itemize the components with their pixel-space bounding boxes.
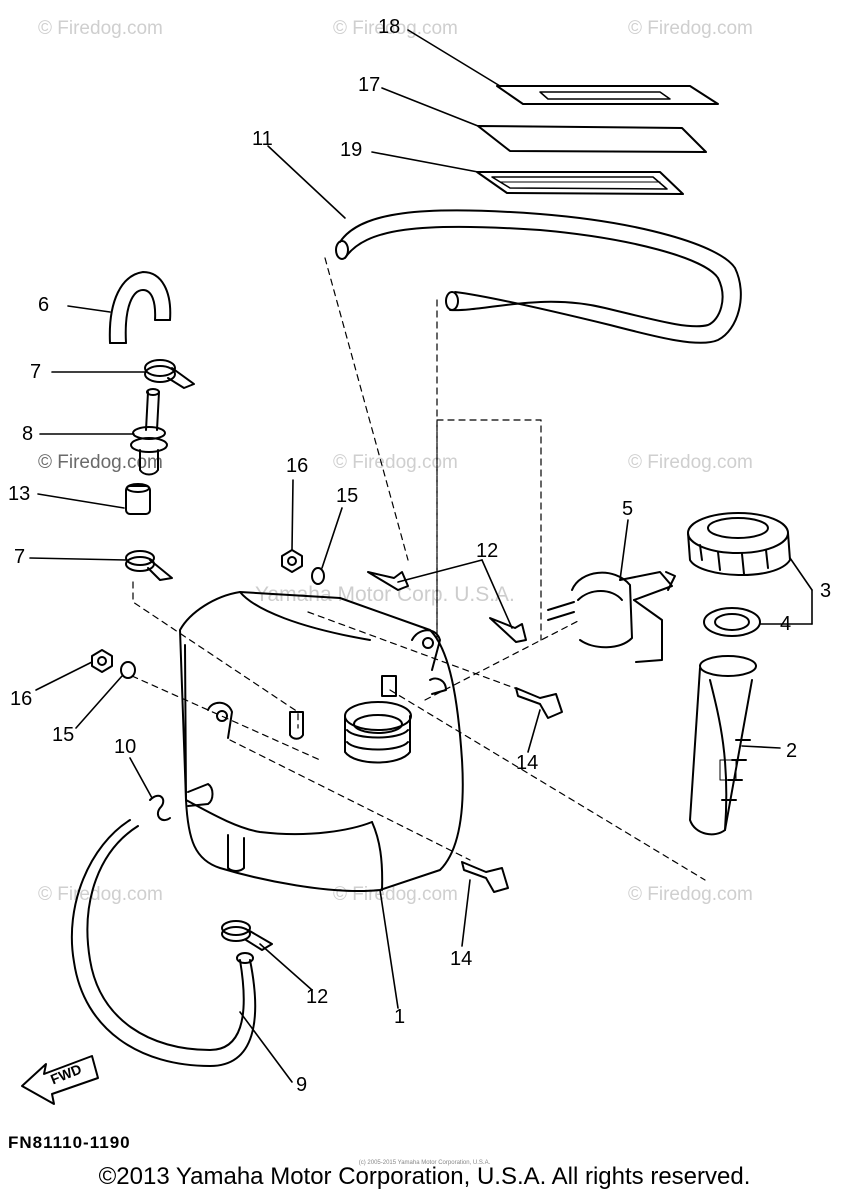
callout-12-upper: 12 [476, 540, 499, 562]
watermark-middle-left: © Firedog.com [38, 452, 163, 473]
callout-17: 17 [358, 74, 381, 96]
leader-lines [30, 30, 812, 1082]
elbow-hose-6 [110, 272, 170, 343]
washer-15-upper [312, 568, 324, 584]
drain-hose-9 [72, 820, 255, 1066]
callout-5: 5 [622, 498, 634, 520]
callout-11: 11 [252, 128, 273, 150]
callout-1: 1 [394, 1006, 406, 1028]
watermark-middle-mid: © Firedog.com [333, 452, 458, 473]
callout-7-upper: 7 [30, 361, 42, 383]
callout-2: 2 [786, 740, 798, 762]
nut-16-upper [282, 550, 302, 572]
callout-16-upper: 16 [286, 455, 309, 477]
diagram-code: FN81110-1190 [8, 1133, 131, 1152]
watermark-brand: Yamaha Motor Corp. U.S.A. [255, 583, 515, 606]
callout-3: 3 [820, 580, 832, 602]
vent-fitting-8 [131, 389, 167, 475]
fwd-arrow-icon [22, 1056, 98, 1104]
bolt-14-upper [516, 688, 562, 718]
callout-8: 8 [22, 423, 34, 445]
hose-clip-7-upper [145, 360, 194, 388]
callout-19: 19 [340, 139, 363, 161]
nut-16-lower [92, 650, 112, 672]
oil-tank-1 [180, 592, 463, 891]
watermark-top-right: © Firedog.com [628, 18, 753, 39]
label-sticker-17 [478, 126, 706, 152]
hose-clip-7-lower [126, 551, 172, 580]
callout-15-upper: 15 [336, 485, 359, 507]
watermark-middle-right: © Firedog.com [628, 452, 753, 473]
bracket-5 [548, 572, 675, 662]
filler-cap-3 [688, 513, 790, 575]
callout-9: 9 [296, 1074, 308, 1096]
callout-4: 4 [780, 613, 792, 635]
tiny-copyright: (c) 2005-2015 Yamaha Motor Corporation, … [358, 1160, 491, 1166]
breather-hose-11 [336, 210, 741, 343]
watermark-top-mid: © Firedog.com [333, 18, 458, 39]
callout-18: 18 [378, 16, 401, 38]
short-tube-13 [126, 484, 150, 514]
callout-13: 13 [8, 483, 31, 505]
label-sticker-19 [477, 172, 683, 194]
callout-14-upper: 14 [516, 752, 539, 774]
callout-15-lower: 15 [52, 724, 75, 746]
callout-12-lower: 12 [306, 986, 329, 1008]
washer-15-lower [121, 662, 135, 678]
watermark-top-left: © Firedog.com [38, 18, 163, 39]
clamp-12-lower [222, 921, 272, 950]
clip-10 [150, 796, 170, 820]
callout-16-lower: 16 [10, 688, 33, 710]
callout-7-lower: 7 [14, 546, 26, 568]
watermark-lower-mid: © Firedog.com [333, 884, 458, 905]
connection-lines [132, 258, 705, 880]
callout-6: 6 [38, 294, 50, 316]
callout-14-lower: 14 [450, 948, 473, 970]
watermark-lower-left: © Firedog.com [38, 884, 163, 905]
bolt-14-lower [462, 862, 508, 892]
footer-copyright: ©2013 Yamaha Motor Corporation, U.S.A. A… [98, 1163, 751, 1190]
label-sticker-18 [497, 86, 718, 104]
callout-10: 10 [114, 736, 137, 758]
watermark-lower-right: © Firedog.com [628, 884, 753, 905]
gasket-4 [704, 608, 760, 636]
strainer-2 [690, 656, 756, 834]
